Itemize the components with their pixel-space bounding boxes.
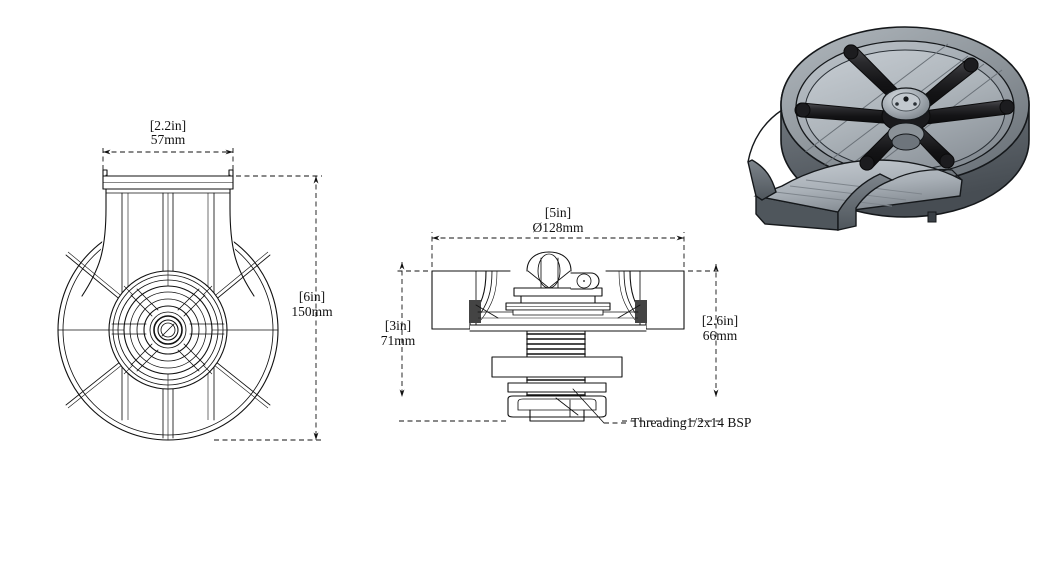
lever-pin-fill — [571, 273, 599, 289]
hub-arm-dl-b — [136, 349, 159, 372]
washer-plate — [491, 356, 623, 378]
washer-plate-fill — [492, 357, 622, 377]
dim-outer-diameter-inch: [5in] — [545, 205, 571, 220]
hub-center-bore — [903, 96, 909, 102]
dim-outer-diameter-metric: Ø128mm — [532, 220, 584, 235]
dim-neck-width-inch: [2.2in] — [150, 118, 186, 133]
gasket-left — [469, 300, 481, 323]
lever-pin-end — [576, 273, 592, 289]
dim-overall-height-metric: 150mm — [291, 304, 333, 319]
hub-arm-dr-b — [177, 349, 200, 372]
lever-pin-center — [583, 280, 585, 282]
hub-ring-7 — [143, 305, 193, 355]
flange-lip-left — [102, 169, 108, 177]
front-elevation-circular-body — [57, 169, 279, 441]
dim-body-height-right-metric: 66mm — [703, 328, 738, 343]
star-handle — [794, 44, 1015, 171]
flange-lip-right — [228, 169, 234, 177]
isometric-3d-render — [747, 26, 1030, 231]
spoke-knob-upper-left — [843, 44, 859, 60]
hub-plate-1-fill — [514, 288, 602, 296]
chute-blend-left — [747, 109, 783, 163]
gasket-right — [635, 300, 647, 323]
dim-overall-height-inch: [6in] — [299, 289, 325, 304]
hub-ring-5 — [129, 291, 207, 369]
chute-wall-right — [837, 173, 894, 231]
dim-body-height-right-inch: [2.6in] — [702, 313, 738, 328]
threaded-stem-upper — [526, 330, 586, 358]
hub-assembly — [108, 270, 228, 390]
hub-cap — [891, 92, 921, 112]
hub-ring-9 — [157, 319, 179, 341]
hub-segment-ticks — [109, 271, 227, 389]
internal-brace-right — [617, 304, 641, 319]
thread-upper-hatch — [526, 333, 586, 355]
lever-pin — [570, 272, 600, 290]
hub-plate-3 — [505, 302, 611, 311]
chute-wall-left — [747, 159, 777, 201]
bottom-nut-fill — [508, 396, 606, 417]
hub-bore-slash — [161, 323, 175, 337]
knob-dome — [526, 251, 572, 272]
dim-body-height-right: [2.6in] 66mm — [622, 263, 738, 422]
small-washer-fill — [508, 383, 606, 392]
hub-ring-bold — [153, 315, 183, 345]
spoke-knob-lower-right — [939, 153, 955, 169]
neck-left-contour — [81, 177, 107, 297]
dim-outer-diameter: [5in] Ø128mm — [431, 205, 685, 267]
spoke-knob-right — [999, 99, 1015, 115]
stem-collar-lower — [891, 133, 921, 151]
hub-ring-6 — [136, 298, 200, 362]
drum-foot — [927, 211, 937, 223]
threading-callout: Threading1/2x14 BSP — [572, 388, 751, 430]
small-washer — [507, 382, 607, 393]
dim-neck-width: [2.2in] 57mm — [102, 118, 234, 170]
shoulder-right-hair — [618, 270, 636, 321]
bottom-nut-chamfer — [555, 397, 579, 416]
hub-plate-4 — [512, 309, 604, 316]
leader-solid — [572, 388, 605, 424]
dim-overall-height: [6in] 150mm — [214, 175, 333, 441]
neck-right-contour — [229, 177, 255, 297]
hub-plate-2-fill — [521, 296, 595, 303]
spoke-knob-lower-left — [859, 155, 875, 171]
body-bottom-plate-fill — [470, 325, 646, 331]
internal-brace-left — [475, 304, 499, 319]
hub-arm-ur-b — [177, 288, 200, 311]
hub-arm-ul-b — [136, 288, 159, 311]
hub-ring-8 — [149, 311, 187, 349]
shoulder-left-hair — [480, 270, 498, 321]
dim-body-height-left-inch: [3in] — [385, 318, 411, 333]
hub-arm-ur-a — [183, 294, 206, 317]
bottom-nut — [507, 395, 607, 418]
side-section-view — [431, 251, 685, 422]
spoke-knob-left — [795, 102, 811, 118]
spoke-knob-upper-right — [963, 57, 979, 73]
dim-neck-width-metric: 57mm — [151, 132, 186, 147]
chute-blend-right — [891, 168, 963, 181]
bottom-nut-spigot — [529, 409, 585, 422]
hub-arm-ul-a — [130, 294, 153, 317]
hub-screw-right — [913, 102, 917, 106]
hub-arm-dr-a — [183, 343, 206, 366]
hub-bore — [160, 322, 176, 338]
dim-body-height-left-metric: 71mm — [381, 333, 416, 348]
knob-ellipse — [537, 253, 561, 289]
hub-arm-dl-a — [130, 343, 153, 366]
bottom-nut-inner — [517, 398, 597, 411]
hub-plate-4-fill — [513, 310, 603, 315]
dim-body-height-left: [3in] 71mm — [381, 261, 506, 422]
hub-screw-left — [895, 102, 899, 106]
hub-star-arms — [111, 288, 225, 372]
threading-callout-text: Threading1/2x14 BSP — [631, 415, 751, 430]
